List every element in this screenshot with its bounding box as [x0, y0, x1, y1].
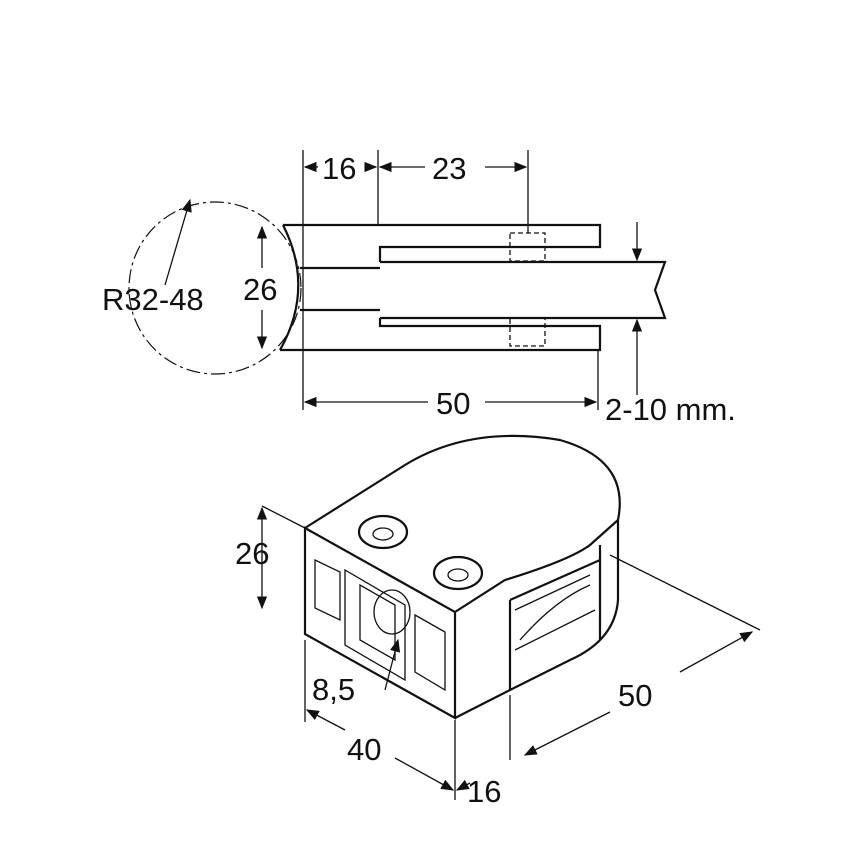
dim-bolt-offset: 23: [432, 151, 466, 186]
iso-dim-slot: 8,5: [312, 672, 355, 707]
dim-height: 26: [243, 272, 277, 307]
screw-hole-2: [432, 555, 484, 591]
glass-slot: [514, 574, 596, 651]
screw-hole-1: [357, 514, 409, 550]
dim-radius: R32-48: [102, 282, 204, 317]
back-jaw: [509, 520, 620, 691]
iso-view: 26 8,5 40 16 50: [235, 434, 761, 809]
front-slots: [314, 558, 446, 692]
clamp-outline: [279, 223, 602, 352]
dim-jaw-width: 16: [322, 151, 356, 186]
dim-length: 50: [436, 386, 470, 421]
pipe-radius-circle: [128, 201, 302, 375]
iso-dim-length: 50: [618, 678, 652, 713]
iso-dim-jaw: 16: [467, 774, 501, 809]
iso-dim-width: 40: [347, 732, 381, 767]
iso-dim-height: 26: [235, 536, 269, 571]
clamp-body: [303, 434, 621, 720]
glass-panel: [380, 260, 667, 320]
dim-glass-thickness: 2-10 mm.: [605, 392, 736, 427]
top-view: 16 23 R32-48 26 50 2-10 mm.: [102, 150, 736, 427]
bolt-lower: [509, 317, 546, 347]
